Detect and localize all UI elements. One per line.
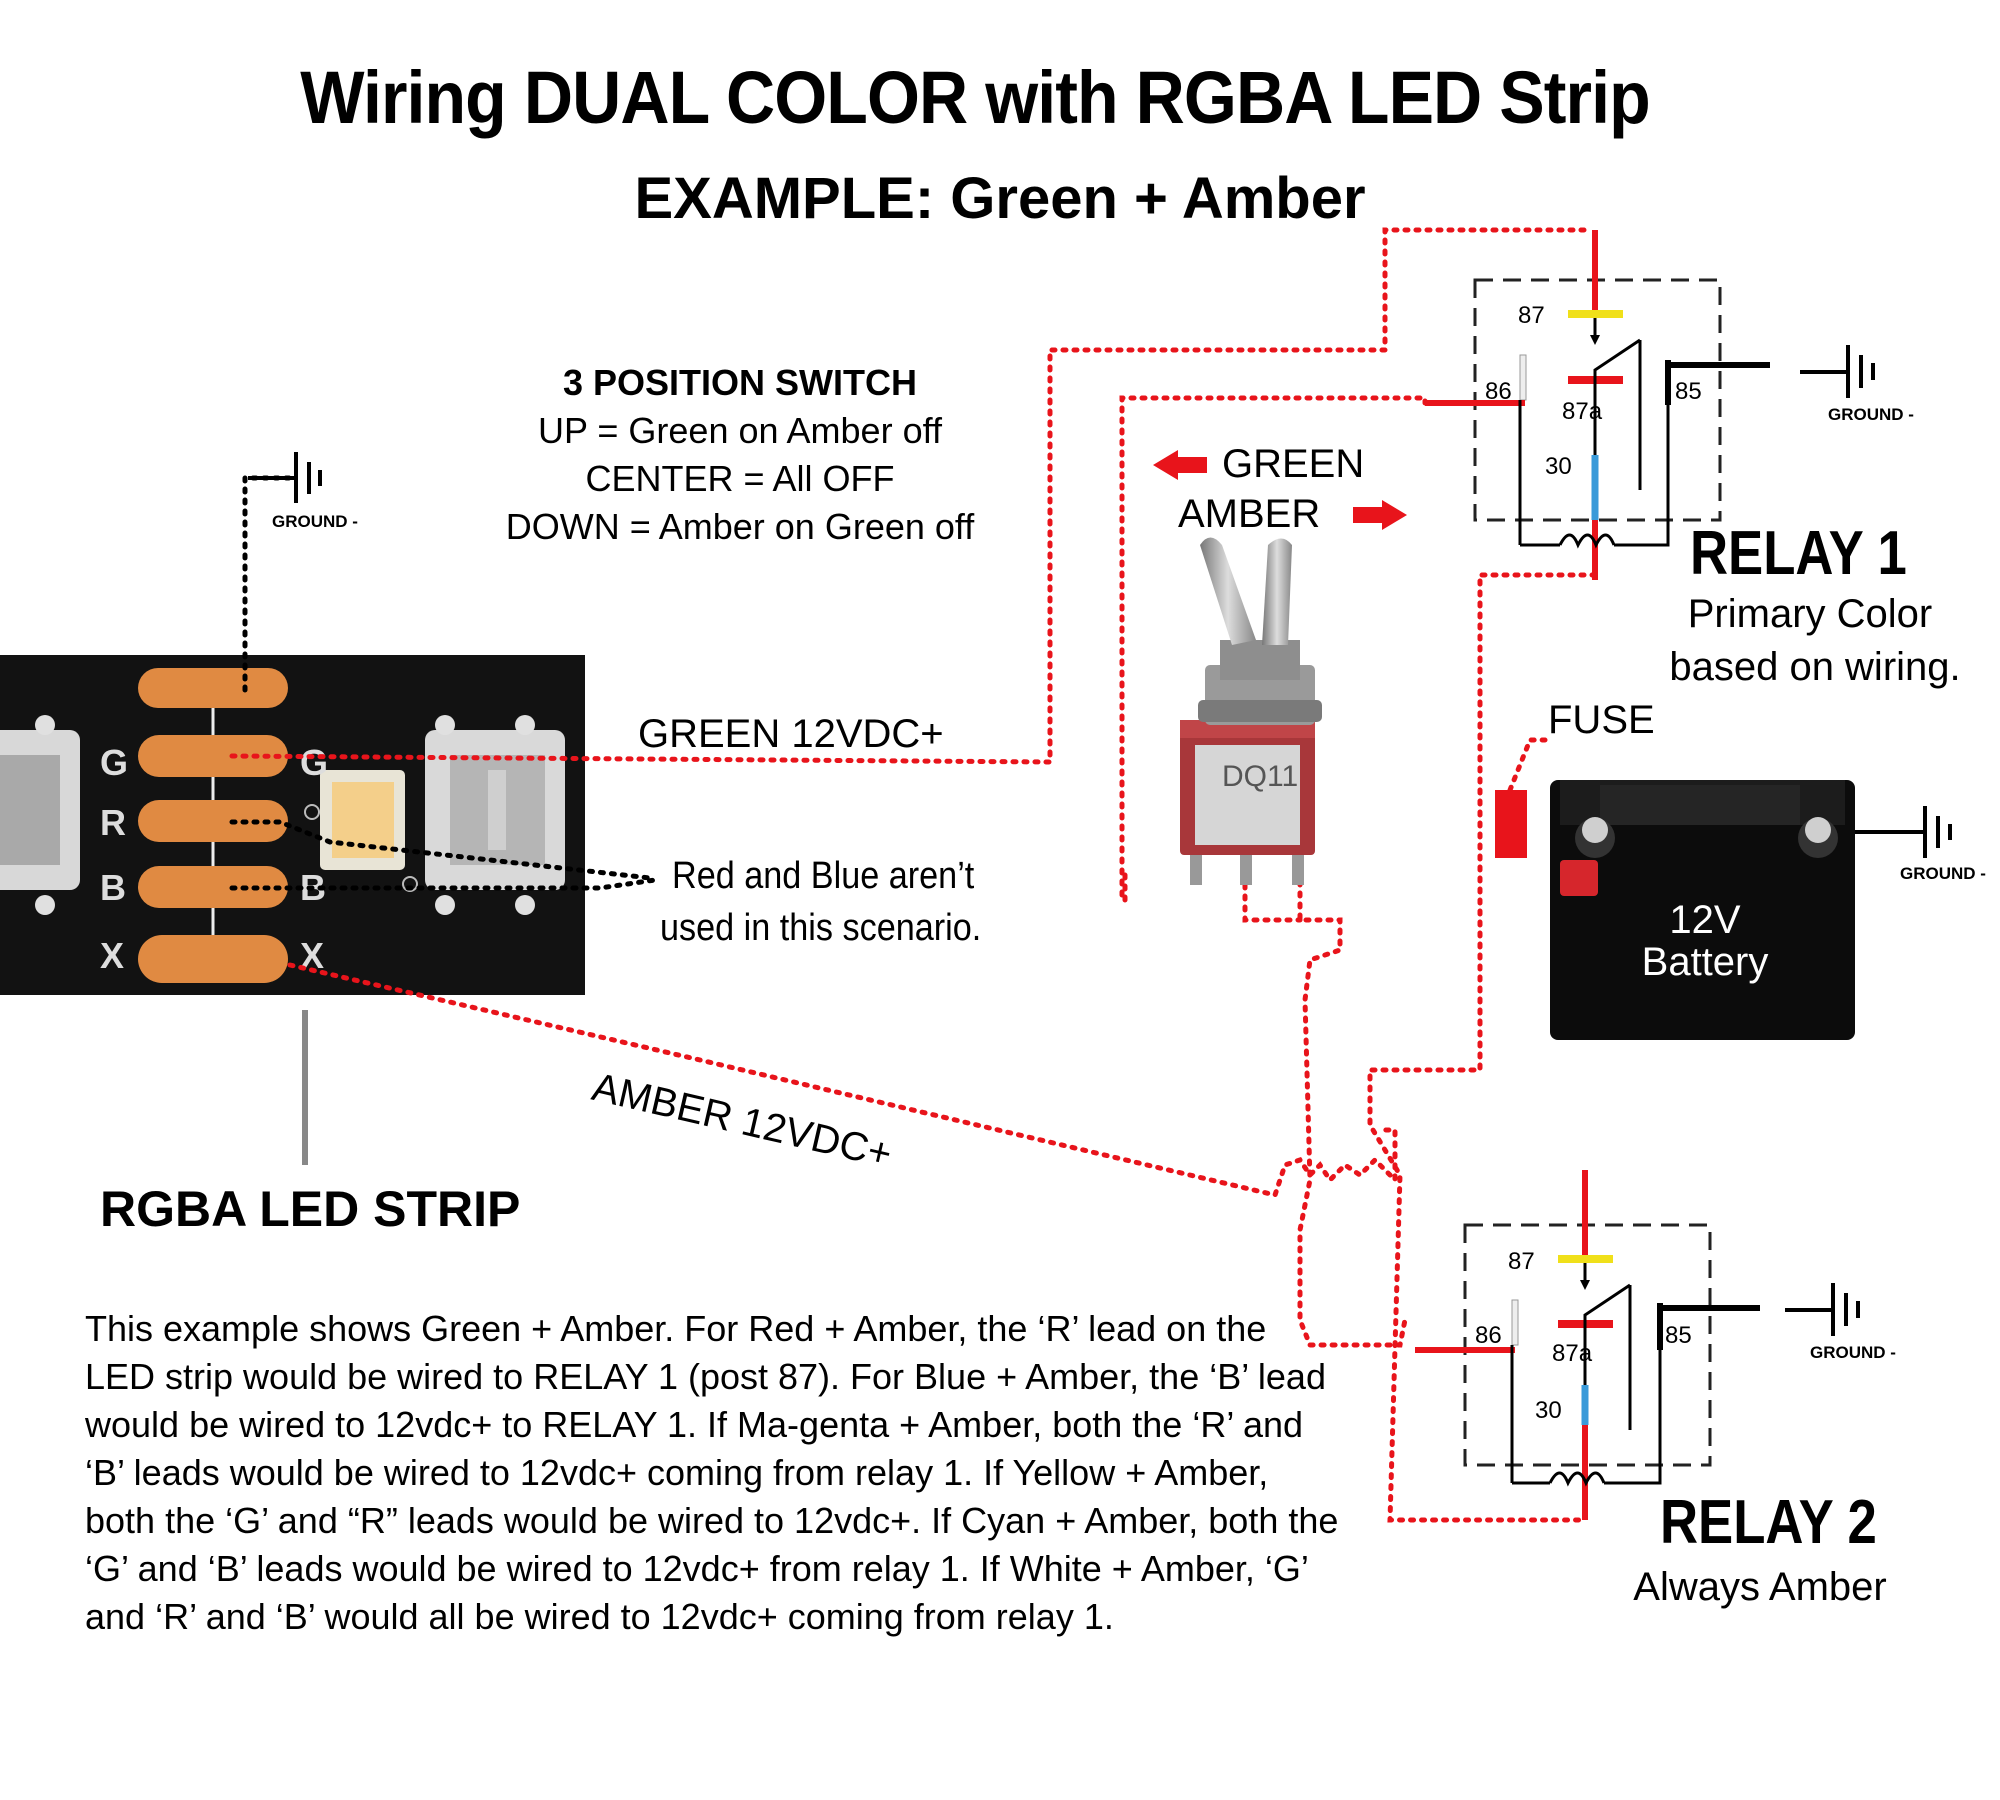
switch-down-text: DOWN = Amber on Green off [505,506,975,547]
relay2-post-87a: 87a [1552,1340,1593,1367]
pad-label-r-left: R [100,802,126,843]
relay2-post-87: 87 [1508,1248,1535,1275]
switch-body-text: DQ11 [1222,760,1299,793]
copper-pads [138,668,288,983]
green-wire-label: GREEN 12VDC+ [638,712,944,756]
rgb-led-right [425,715,565,915]
relay1-ground-label: GROUND - [1828,405,1914,424]
switch-up-text: UP = Green on Amber off [538,410,942,451]
relay1-subtitle-2: based on wiring. [1669,645,1961,689]
relay1-post-86: 86 [1485,378,1512,405]
toggle-switch [1180,537,1322,885]
pad-label-g-right: G [300,742,328,783]
relay2-ground-symbol [1785,1283,1860,1336]
unused-note-line1: Red and Blue aren’t [672,855,975,897]
unused-note-line2: used in this scenario. [660,907,982,949]
pad-label-g-left: G [100,742,128,783]
relay2-subtitle: Always Amber [1633,1565,1887,1609]
switch-green-label: GREEN [1222,442,1365,486]
battery [1550,780,1855,1040]
relay1-post-87a: 87a [1562,398,1603,425]
red-dotted-wires [229,227,1598,1523]
relay1-title: RELAY 1 [1690,519,1907,588]
pad-label-b-left: B [100,867,126,908]
fuse-label: FUSE [1548,698,1655,742]
relay2-post-86: 86 [1475,1322,1502,1349]
unused-rb-wires [229,819,658,891]
relay2-ground-label: GROUND - [1810,1343,1896,1362]
relay1-post-30: 30 [1545,453,1572,480]
strip-ground-label: GROUND - [272,512,358,531]
relay1-post-85: 85 [1675,378,1702,405]
strip-ground-symbol [248,452,322,503]
fuse [1495,790,1527,858]
relay2-graphic [1415,1170,1760,1520]
relay2-post-30: 30 [1535,1397,1562,1424]
relay1-graphic [1425,230,1770,580]
led-strip-image: G R B X G B X [0,655,585,995]
amber-arrow-right [1353,500,1407,530]
relay2-post-85: 85 [1665,1322,1692,1349]
rgb-led-left [0,715,80,915]
relay1-ground-symbol [1800,345,1875,398]
switch-heading: 3 POSITION SWITCH [562,362,918,403]
switch-amber-label: AMBER [1178,492,1321,536]
battery-ground-symbol [1848,806,1952,858]
strip-title: RGBA LED STRIP [100,1181,521,1237]
notes-paragraph: This example shows Green + Amber. For Re… [85,1308,1339,1637]
page-title: Wiring DUAL COLOR with RGBA LED Strip [300,56,1650,139]
pad-label-x-left: X [100,935,124,976]
battery-label-line1: 12V [1669,898,1741,942]
switch-center-text: CENTER = All OFF [585,458,895,499]
page-subtitle: EXAMPLE: Green + Amber [634,166,1366,231]
battery-ground-label: GROUND - [1900,864,1986,883]
relay2-title: RELAY 2 [1660,1488,1877,1557]
relay1-post-87: 87 [1518,302,1545,329]
green-arrow-left [1153,450,1207,480]
relay1-subtitle-1: Primary Color [1687,592,1933,636]
battery-label-line2: Battery [1641,940,1769,984]
